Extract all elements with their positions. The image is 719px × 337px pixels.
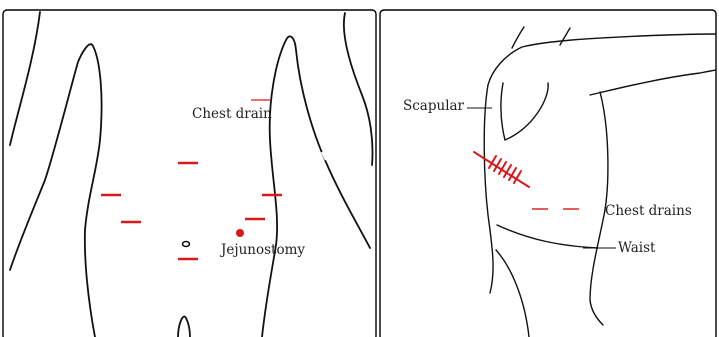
front-incisions [101, 100, 282, 259]
front-body-outline [10, 12, 373, 337]
left-flank-line [10, 12, 40, 145]
right-torso-line [262, 36, 370, 337]
front-panel-frame [3, 10, 376, 337]
waist-line [497, 225, 598, 248]
chest-drain-label: Chest drain [192, 106, 272, 122]
hip-line [496, 250, 529, 337]
scapula-line [501, 83, 548, 140]
back-body-outline [484, 27, 716, 337]
thoracotomy-scar [474, 152, 529, 187]
jejunostomy-label: Jejunostomy [219, 242, 305, 258]
back-panel: Scapular Chest drains Waist [380, 10, 716, 337]
back-outline [484, 85, 493, 293]
navel [183, 242, 190, 247]
front-panel: Chest drain Jejunostomy [3, 10, 376, 337]
neck-line [560, 28, 570, 45]
waist-label: Waist [618, 240, 656, 256]
jejunostomy-dot [236, 229, 244, 237]
bottom-outline [178, 316, 190, 337]
back-panel-frame [380, 10, 716, 337]
chest-drains-label: Chest drains [605, 203, 692, 219]
arm-line [590, 70, 716, 95]
neck-line [512, 27, 524, 48]
right-flank-line [344, 13, 373, 165]
shoulder-line [488, 34, 716, 85]
scapular-label: Scapular [403, 98, 465, 114]
